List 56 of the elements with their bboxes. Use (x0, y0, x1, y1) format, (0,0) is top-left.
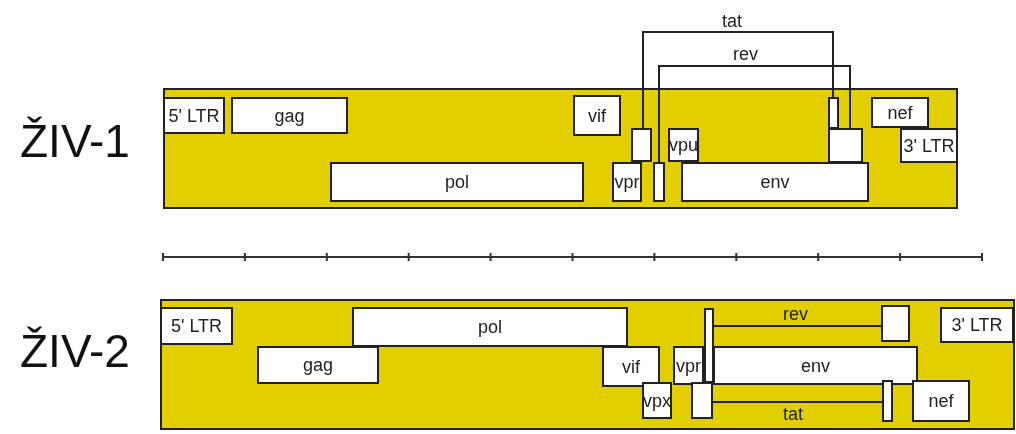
gene-label: vpu (669, 136, 698, 154)
gene-label: vpx (643, 391, 671, 410)
gene-label: 3' LTR (903, 136, 955, 155)
gene-box (573, 95, 621, 136)
gene-box (352, 307, 628, 347)
gene-label: nef (887, 103, 913, 122)
genome-label: ŽIV-2 (20, 328, 130, 374)
gene-label: gag (302, 356, 333, 374)
exon-box (828, 128, 863, 163)
gene-box (160, 307, 233, 345)
gene-label: pol (445, 173, 469, 191)
exon-box (653, 162, 665, 202)
gene-label: vpr (614, 173, 640, 191)
gene-label: vif (588, 106, 606, 125)
gene-label: pol (478, 318, 502, 336)
gene-box (900, 128, 958, 163)
edge-label: tat (783, 405, 803, 423)
gene-label: vif (622, 357, 640, 376)
gene-box (163, 97, 225, 134)
connector-line (642, 31, 834, 129)
gene-label: vpr (676, 356, 701, 375)
edge-label: rev (733, 45, 758, 63)
gene-box (257, 346, 379, 384)
connector-line (712, 401, 883, 403)
gene-label: env (801, 356, 830, 375)
connector-line (658, 65, 851, 163)
gene-box (668, 128, 699, 162)
exon-box (882, 380, 893, 422)
genome-bar (160, 299, 1015, 430)
gene-label: 3' LTR (951, 316, 1003, 334)
genome-label: ŽIV-1 (20, 118, 130, 164)
gene-box (681, 162, 869, 202)
gene-box (231, 97, 348, 134)
exon-box (881, 305, 910, 342)
gene-label: gag (274, 106, 305, 125)
edge-label: tat (722, 12, 742, 30)
edge-label: rev (783, 305, 808, 323)
gene-box (940, 307, 1014, 343)
gene-label: nef (928, 392, 954, 410)
genome-bar (163, 88, 958, 209)
exon-box (631, 128, 652, 162)
exon-box (828, 97, 839, 129)
gene-box (871, 97, 929, 128)
gene-box (912, 380, 970, 422)
gene-box (713, 346, 918, 385)
connector-line (713, 325, 882, 327)
gene-label: 5' LTR (170, 317, 223, 335)
gene-box (602, 346, 660, 387)
gene-box (612, 162, 642, 202)
gene-box (673, 346, 704, 385)
gene-box (330, 162, 584, 202)
gene-label: env (760, 173, 790, 191)
gene-box (642, 382, 672, 419)
exon-box (704, 308, 714, 383)
exon-box (691, 382, 713, 419)
gene-label: 5' LTR (168, 106, 220, 125)
